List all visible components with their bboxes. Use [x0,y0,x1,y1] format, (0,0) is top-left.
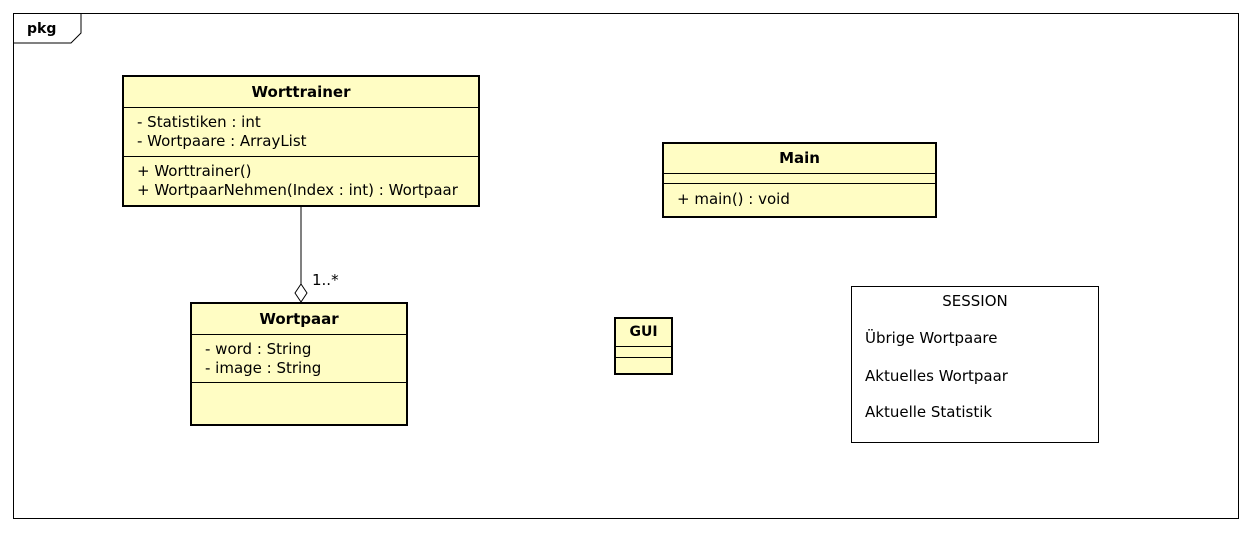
class-name-wortpaar: Wortpaar [259,310,339,328]
session-line-statistik: Aktuelle Statistik [865,403,993,421]
operations-wortpaar [192,382,406,422]
operations-worttrainer: + Worttrainer() + WortpaarNehmen(Index :… [124,156,478,201]
class-gui[interactable]: GUI [614,317,673,375]
class-name-main: Main [779,149,820,167]
class-main[interactable]: Main + main() : void [662,142,937,218]
attributes-worttrainer: - Statistiken : int - Wortpaare : ArrayL… [124,107,478,156]
operation-wortpaarnehmen: + WortpaarNehmen(Index : int) : Wortpaar [137,180,458,199]
session-box[interactable]: SESSION Übrige Wortpaare Aktuelles Wortp… [851,286,1099,443]
session-title: SESSION [942,292,1008,310]
operation-main: + main() : void [677,190,790,208]
attribute-word: - word : String [205,340,312,358]
operations-main: + main() : void [664,183,935,211]
attribute-wortpaare: - Wortpaare : ArrayList [137,131,307,150]
operations-gui [616,357,671,358]
operation-constructor: + Worttrainer() [137,162,252,180]
attribute-image: - image : String [205,358,322,377]
session-line-uebrige: Übrige Wortpaare [865,329,998,347]
attributes-wortpaar: - word : String - image : String [192,334,406,382]
session-line-aktuelles: Aktuelles Wortpaar [865,367,1008,385]
attribute-statistiken: - Statistiken : int [137,113,261,131]
class-name-gui: GUI [629,324,658,340]
class-worttrainer[interactable]: Worttrainer - Statistiken : int - Wortpa… [122,75,480,207]
attributes-gui [616,346,671,357]
class-wortpaar[interactable]: Wortpaar - word : String - image : Strin… [190,302,408,426]
package-tab [13,13,82,44]
package-frame [13,13,1239,519]
multiplicity-label: 1..* [312,271,339,289]
class-name-worttrainer: Worttrainer [251,83,351,101]
package-label: pkg [27,21,57,37]
aggregation-diamond [294,283,308,303]
attributes-main [664,173,935,183]
